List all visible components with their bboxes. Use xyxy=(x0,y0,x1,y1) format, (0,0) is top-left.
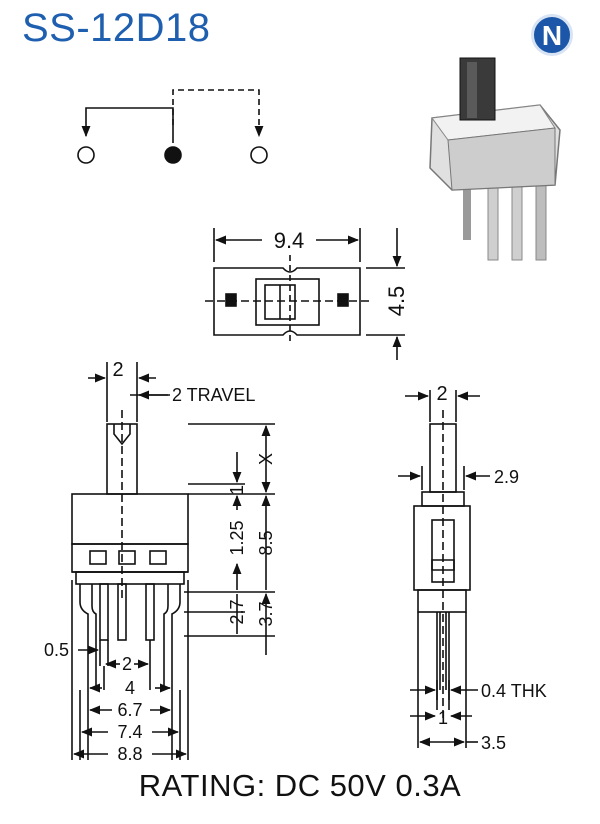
dim-travel: 2 TRAVEL xyxy=(172,385,255,405)
dim-outer-b: 6.7 xyxy=(117,700,142,720)
dim-pin-a: 2.7 xyxy=(227,599,247,624)
dim-side-actuator: 2 xyxy=(436,383,447,405)
dim-actuator-width: 2 xyxy=(112,359,123,381)
terminal-left xyxy=(77,146,95,164)
dim-actuator-height: X xyxy=(256,453,276,465)
logo-letter: N xyxy=(541,20,563,51)
dim-side-pin: 1 xyxy=(438,708,448,728)
dim-top-width: 9.4 xyxy=(274,228,305,253)
dashed-contact-line xyxy=(172,89,264,138)
dim-pin-b: 3.7 xyxy=(256,601,276,626)
dim-side-width: 3.5 xyxy=(481,733,506,753)
dim-pin-width: 0.5 xyxy=(44,640,69,660)
rating-text: RATING: DC 50V 0.3A xyxy=(138,768,462,803)
solid-contact-line xyxy=(81,107,174,143)
brand-logo: N xyxy=(531,14,573,56)
dim-small-gap: 1 xyxy=(227,485,247,495)
side-view xyxy=(398,390,490,748)
dim-top-height: 4.5 xyxy=(384,286,409,317)
dim-pin-vertical: 1.25 xyxy=(227,520,247,555)
front-view xyxy=(71,362,275,760)
dim-body-height: 8.5 xyxy=(256,530,276,555)
dim-outer-a: 4 xyxy=(125,678,135,698)
terminal-common xyxy=(164,146,182,164)
top-view xyxy=(205,228,405,360)
dim-thickness: 0.4 THK xyxy=(481,681,547,701)
dim-overall-width: 8.8 xyxy=(117,744,142,764)
dim-pin-pitch: 2 xyxy=(122,654,132,674)
product-photo xyxy=(429,57,561,261)
dim-side-body: 2.9 xyxy=(494,467,519,487)
model-title: SS-12D18 xyxy=(22,6,211,50)
terminal-right xyxy=(250,146,268,164)
switch-schematic xyxy=(77,89,268,164)
dim-outer-c: 7.4 xyxy=(117,722,142,742)
